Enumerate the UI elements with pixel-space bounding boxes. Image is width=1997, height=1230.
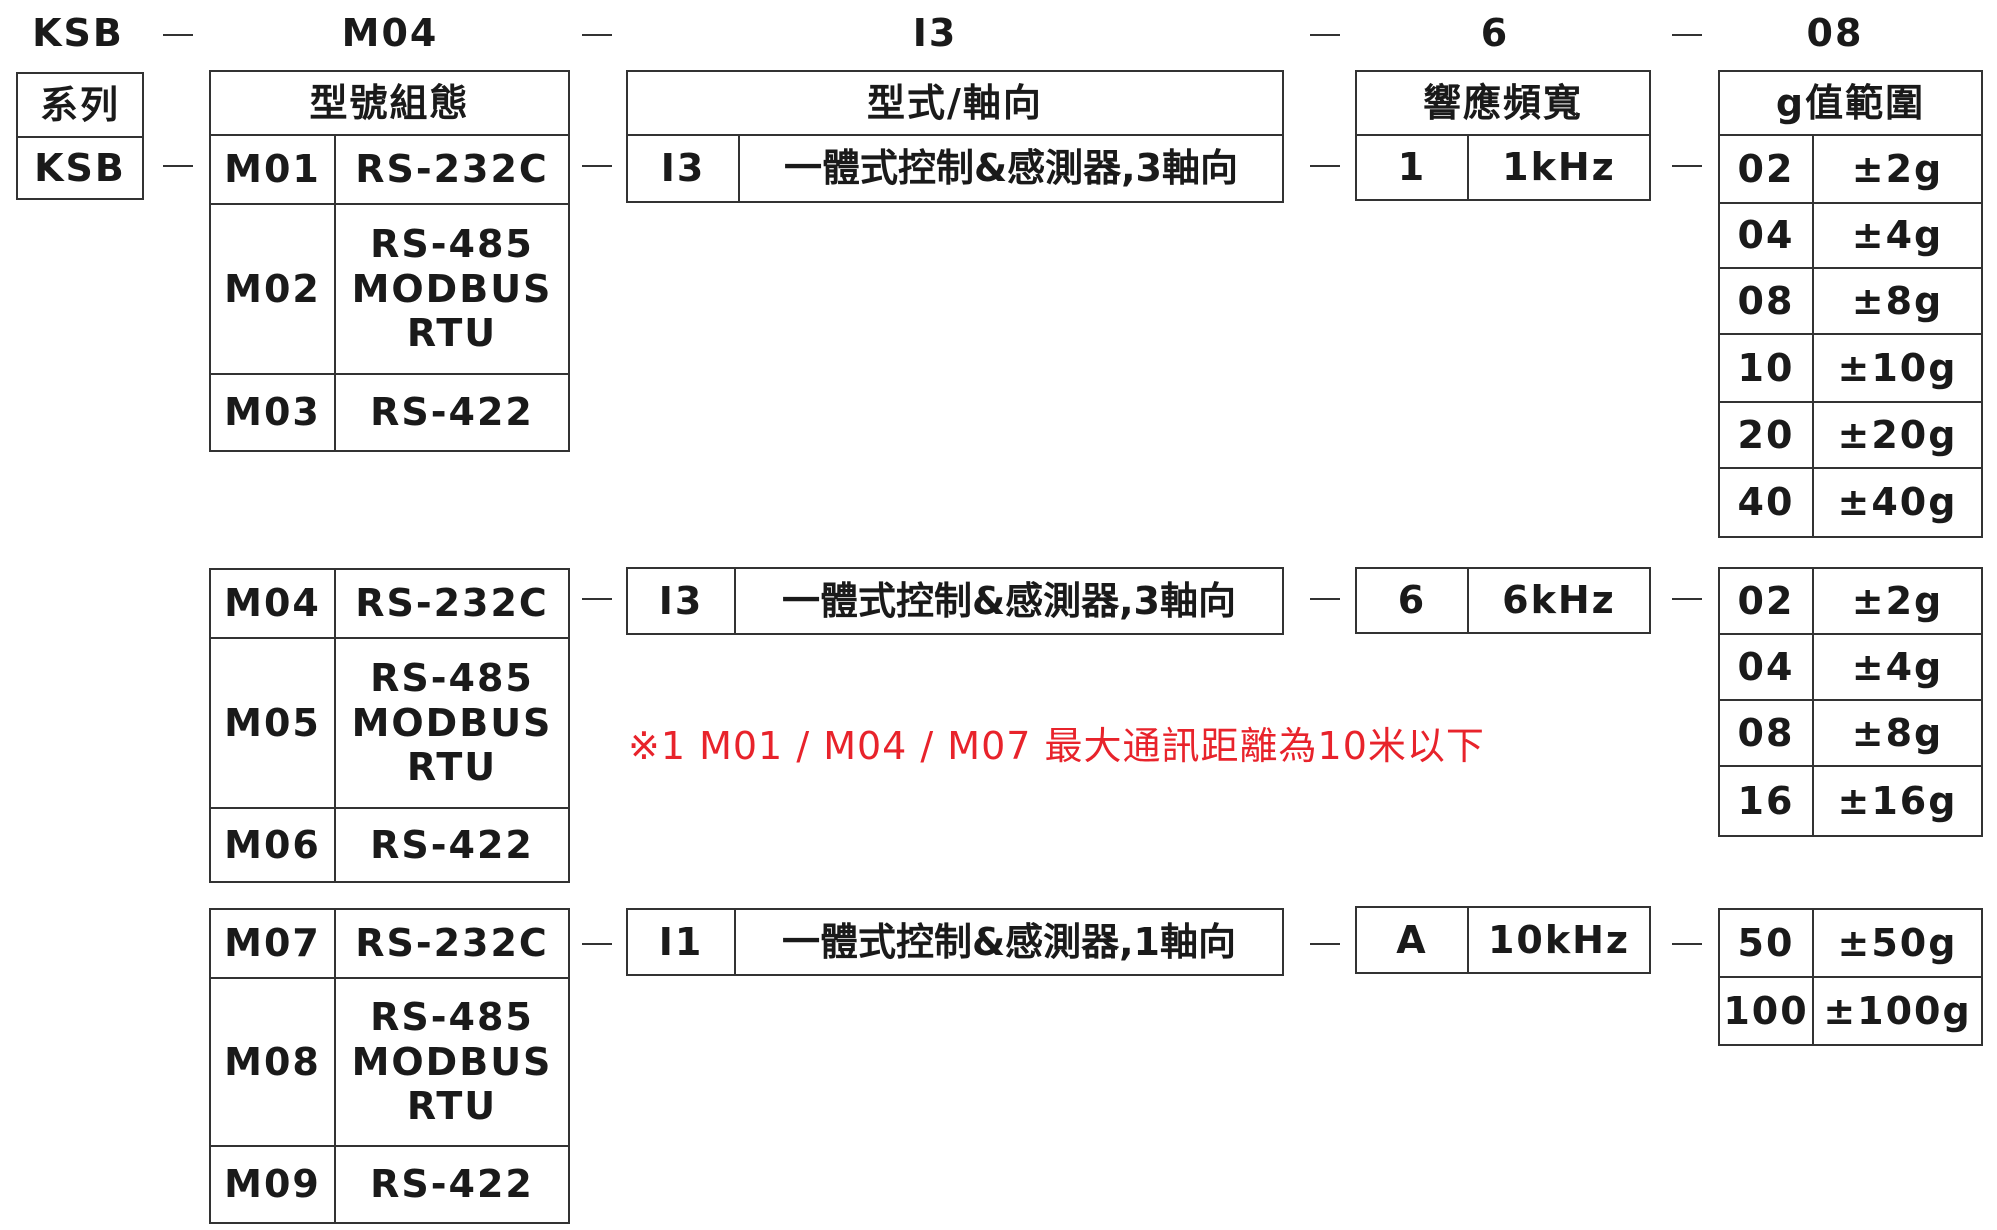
model-code: M01 bbox=[224, 147, 321, 192]
model-code: M02 bbox=[224, 266, 321, 311]
range-code: 02 bbox=[1737, 578, 1795, 623]
model-desc: RS-232C bbox=[355, 921, 549, 966]
type-desc: 一體式控制&感測器,3軸向 bbox=[783, 146, 1239, 191]
type-table-row-3: I1 一體式控制&感測器,1軸向 bbox=[626, 908, 1284, 976]
bandwidth-desc: 6kHz bbox=[1502, 578, 1616, 623]
model-code: M09 bbox=[224, 1162, 321, 1207]
model-code: M05 bbox=[224, 700, 321, 745]
model-desc: RS-485 MODBUS RTU bbox=[351, 221, 553, 356]
range-code: 04 bbox=[1737, 213, 1795, 258]
row-separator bbox=[1672, 165, 1702, 167]
type-desc: 一體式控制&感測器,1軸向 bbox=[781, 919, 1237, 964]
range-desc: ±100g bbox=[1823, 988, 1972, 1033]
range-code: 16 bbox=[1737, 778, 1795, 823]
model-code: M08 bbox=[224, 1039, 321, 1084]
range-desc: ±8g bbox=[1851, 278, 1944, 323]
code-model: M04 bbox=[341, 11, 439, 55]
range-desc: ±10g bbox=[1837, 345, 1958, 390]
code-separator bbox=[1672, 34, 1702, 36]
range-code: 04 bbox=[1737, 644, 1795, 689]
range-code: 50 bbox=[1737, 920, 1795, 965]
bandwidth-table-row-3: A 10kHz bbox=[1355, 906, 1651, 974]
range-desc: ±2g bbox=[1851, 146, 1944, 191]
model-header: 型號組態 bbox=[309, 80, 470, 125]
model-desc: RS-485 MODBUS RTU bbox=[351, 994, 553, 1129]
row-separator bbox=[1672, 598, 1702, 600]
range-code: 40 bbox=[1737, 480, 1795, 525]
bandwidth-table-row-2: 6 6kHz bbox=[1355, 567, 1651, 634]
range-desc: ±16g bbox=[1837, 778, 1958, 823]
range-desc: ±4g bbox=[1851, 213, 1944, 258]
type-code: I3 bbox=[660, 146, 706, 191]
range-desc: ±50g bbox=[1837, 920, 1958, 965]
row-separator bbox=[1310, 598, 1340, 600]
bandwidth-code: A bbox=[1396, 917, 1428, 962]
row-separator bbox=[582, 165, 612, 167]
model-desc: RS-232C bbox=[355, 147, 549, 192]
model-desc: RS-232C bbox=[355, 581, 549, 626]
code-separator bbox=[1310, 34, 1340, 36]
range-code: 20 bbox=[1737, 412, 1795, 457]
range-table-group-1: g值範圍 02 ±2g 04 ±4g 08 ±8g 10 ±10g 20 ±20… bbox=[1718, 70, 1983, 538]
bandwidth-desc: 10kHz bbox=[1487, 917, 1631, 962]
series-table: 系列 KSB bbox=[16, 72, 144, 200]
model-desc: RS-422 bbox=[370, 1162, 534, 1207]
range-code: 100 bbox=[1723, 988, 1809, 1033]
row-separator bbox=[1310, 943, 1340, 945]
bandwidth-table-row-1: 響應頻寬 1 1kHz bbox=[1355, 70, 1651, 201]
bandwidth-header: 響應頻寬 bbox=[1422, 80, 1583, 125]
range-table-group-3: 50 ±50g 100 ±100g bbox=[1718, 908, 1983, 1046]
range-table-group-2: 02 ±2g 04 ±4g 08 ±8g 16 ±16g bbox=[1718, 567, 1983, 837]
model-code: M03 bbox=[224, 390, 321, 435]
code-bandwidth: 6 bbox=[1480, 11, 1510, 55]
series-value: KSB bbox=[34, 145, 126, 190]
code-separator bbox=[163, 34, 193, 36]
row-separator bbox=[582, 943, 612, 945]
model-table-group-3: M07 RS-232C M08 RS-485 MODBUS RTU M09 RS… bbox=[209, 908, 570, 1224]
model-table-group-1: 型號組態 M01 RS-232C M02 RS-485 MODBUS RTU M… bbox=[209, 70, 570, 452]
bandwidth-desc: 1kHz bbox=[1502, 145, 1616, 190]
type-code: I3 bbox=[658, 578, 704, 623]
range-desc: ±40g bbox=[1837, 480, 1958, 525]
type-desc: 一體式控制&感測器,3軸向 bbox=[781, 578, 1237, 623]
row-separator bbox=[582, 598, 612, 600]
code-range: 08 bbox=[1806, 11, 1864, 55]
communication-distance-note: ※1 M01 / M04 / M07 最大通訊距離為10米以下 bbox=[628, 724, 1485, 768]
row-separator bbox=[1310, 165, 1340, 167]
code-separator bbox=[582, 34, 612, 36]
model-code: M06 bbox=[224, 822, 321, 867]
range-desc: ±8g bbox=[1851, 710, 1944, 755]
range-code: 02 bbox=[1737, 146, 1795, 191]
model-desc: RS-422 bbox=[370, 390, 534, 435]
type-table-row-1: 型式/軸向 I3 一體式控制&感測器,3軸向 bbox=[626, 70, 1284, 203]
model-desc: RS-422 bbox=[370, 822, 534, 867]
range-desc: ±20g bbox=[1837, 412, 1958, 457]
range-desc: ±2g bbox=[1851, 578, 1944, 623]
model-code: M07 bbox=[224, 921, 321, 966]
range-code: 08 bbox=[1737, 278, 1795, 323]
bandwidth-code: 6 bbox=[1397, 578, 1427, 623]
type-code: I1 bbox=[658, 919, 704, 964]
code-series: KSB bbox=[32, 11, 124, 55]
range-desc: ±4g bbox=[1851, 644, 1944, 689]
code-type: I3 bbox=[912, 11, 958, 55]
type-table-row-2: I3 一體式控制&感測器,3軸向 bbox=[626, 567, 1284, 635]
row-separator bbox=[163, 165, 193, 167]
range-code: 10 bbox=[1737, 345, 1795, 390]
bandwidth-code: 1 bbox=[1397, 145, 1427, 190]
range-header: g值範圍 bbox=[1775, 80, 1926, 125]
model-code: M04 bbox=[224, 581, 321, 626]
range-code: 08 bbox=[1737, 710, 1795, 755]
type-header: 型式/軸向 bbox=[867, 80, 1043, 125]
model-desc: RS-485 MODBUS RTU bbox=[351, 655, 553, 790]
series-header: 系列 bbox=[39, 82, 120, 127]
model-table-group-2: M04 RS-232C M05 RS-485 MODBUS RTU M06 RS… bbox=[209, 568, 570, 883]
row-separator bbox=[1672, 943, 1702, 945]
